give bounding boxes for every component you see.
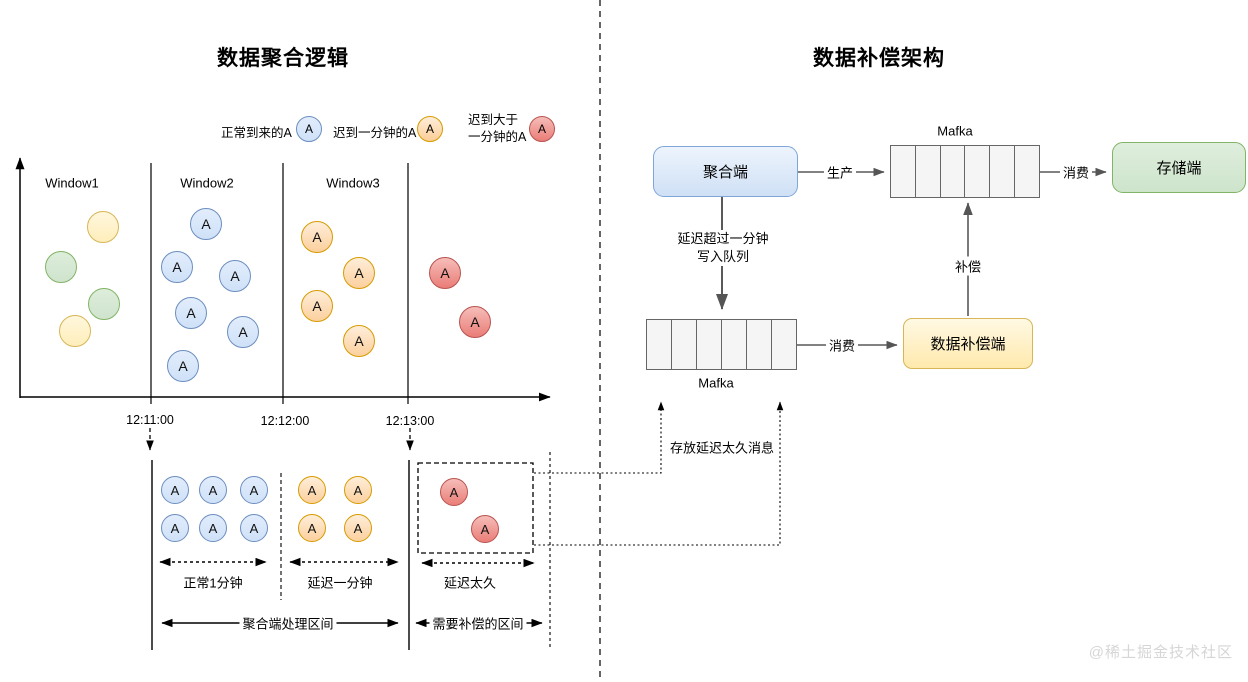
group-span-arrows	[159, 557, 535, 568]
span-label-compensation-range: 需要补偿的区间	[429, 613, 527, 633]
queue-cell	[722, 320, 747, 369]
data-circle-window3: A	[343, 257, 375, 289]
data-circle-too-late: A	[429, 257, 461, 289]
data-circle-late-1min: A	[344, 476, 372, 504]
data-circle-normal-1min: A	[240, 476, 268, 504]
queue-cell	[1015, 146, 1039, 197]
aggregator-node: 聚合端	[653, 146, 798, 197]
data-circle-late-1min: A	[344, 514, 372, 542]
queue-cell	[940, 146, 966, 197]
legend-item-late1-label: 迟到一分钟的A	[333, 126, 417, 140]
time-label-1213: 12:13:00	[385, 414, 435, 428]
legend-late1-circle-icon: A	[417, 116, 443, 142]
queue-cell	[965, 146, 991, 197]
data-circle-normal-1min: A	[161, 476, 189, 504]
span-label-aggregation-range: 聚合端处理区间	[239, 613, 337, 633]
data-circle-normal-1min: A	[240, 514, 268, 542]
window2-label: Window2	[180, 175, 234, 191]
time-label-1212: 12:12:00	[260, 414, 310, 428]
storage-node: 存储端	[1112, 142, 1246, 193]
legend-item-normal-label: 正常到来的A	[221, 126, 292, 140]
queue-cell	[772, 320, 796, 369]
data-circle-window3: A	[301, 221, 333, 253]
mafka-queue-top	[890, 145, 1040, 198]
data-circle-window1	[59, 315, 91, 347]
data-circle-window1	[87, 211, 119, 243]
data-circle-compensate-box: A	[440, 478, 468, 506]
data-circle-window1	[88, 288, 120, 320]
store-note-label: 存放延迟太久消息	[669, 440, 775, 456]
window1-label: Window1	[45, 175, 99, 191]
data-circle-too-late: A	[459, 306, 491, 338]
queue-cell	[891, 146, 916, 197]
group-label-normal: 正常1分钟	[183, 575, 243, 591]
compensator-node: 数据补偿端	[903, 318, 1033, 369]
data-circle-window3: A	[301, 290, 333, 322]
edge-label-consume-top: 消费	[1059, 162, 1093, 182]
data-circle-normal-1min: A	[199, 514, 227, 542]
data-circle-window2: A	[175, 297, 207, 329]
data-circle-window1	[45, 251, 77, 283]
legend-toolate-circle-icon: A	[529, 116, 555, 142]
time-label-1211: 12:11:00	[126, 413, 174, 427]
data-circle-normal-1min: A	[161, 514, 189, 542]
data-circle-late-1min: A	[298, 476, 326, 504]
queue-bottom-label: Mafka	[698, 375, 734, 391]
group-label-toolate: 延迟太久	[443, 575, 497, 591]
tick-drop-arrows	[146, 428, 414, 451]
queue-top-label: Mafka	[937, 123, 973, 139]
legend-normal-circle-icon: A	[296, 116, 322, 142]
left-axes	[15, 157, 551, 402]
edge-label-produce: 生产	[823, 162, 857, 182]
data-circle-window2: A	[219, 260, 251, 292]
data-circle-normal-1min: A	[199, 476, 227, 504]
group-label-late1min: 延迟一分钟	[307, 575, 373, 591]
queue-cell	[672, 320, 697, 369]
watermark: @稀土掘金技术社区	[1088, 644, 1233, 661]
queue-cell	[990, 146, 1016, 197]
data-circle-window2: A	[227, 316, 259, 348]
queue-cell	[747, 320, 772, 369]
data-circle-window3: A	[343, 325, 375, 357]
edge-label-consume-bottom: 消费	[825, 335, 859, 355]
legend-item-toolate-label: 迟到大于 一分钟的A	[468, 113, 527, 144]
data-circle-window2: A	[190, 208, 222, 240]
data-circle-window2: A	[167, 350, 199, 382]
queue-cell	[647, 320, 672, 369]
mafka-queue-bottom	[646, 319, 797, 370]
queue-cell	[915, 146, 941, 197]
data-circle-late-1min: A	[298, 514, 326, 542]
data-circle-window2: A	[161, 251, 193, 283]
edge-label-delay-note: 延迟超过一分钟 写入队列	[674, 230, 772, 266]
queue-cell	[697, 320, 722, 369]
edge-label-compensate: 补偿	[951, 256, 985, 276]
too-late-connectors	[534, 401, 784, 546]
window3-label: Window3	[326, 175, 380, 191]
right-panel-title: 数据补偿架构	[813, 47, 945, 70]
data-circle-compensate-box: A	[471, 515, 499, 543]
left-panel-title: 数据聚合逻辑	[217, 47, 349, 70]
